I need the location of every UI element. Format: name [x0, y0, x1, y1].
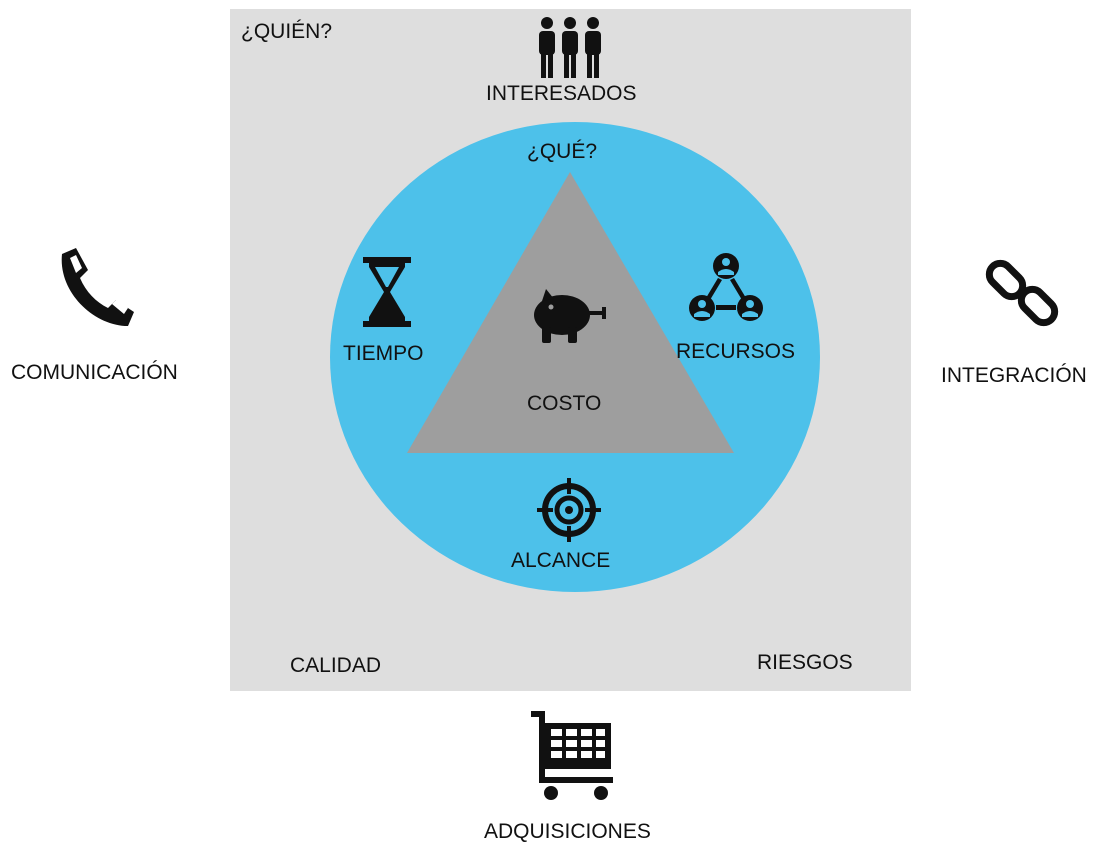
- cart-icon: [531, 711, 613, 800]
- risks-label: RIESGOS: [757, 651, 853, 674]
- target-icon: [537, 478, 601, 542]
- network-icon: [689, 253, 763, 321]
- hourglass-icon: [363, 257, 411, 327]
- cost-label: COSTO: [527, 392, 602, 415]
- piggy-bank-icon: [534, 289, 606, 343]
- procurement-label: ADQUISICIONES: [484, 820, 651, 843]
- who-label: ¿QUIÉN?: [241, 20, 333, 43]
- stakeholders-label: INTERESADOS: [486, 82, 637, 105]
- scope-label: ALCANCE: [511, 549, 611, 572]
- link-icon: [985, 259, 1059, 327]
- communication-label: COMUNICACIÓN: [11, 361, 178, 384]
- integration-label: INTEGRACIÓN: [941, 364, 1087, 387]
- people-icon: [539, 17, 601, 78]
- resources-label: RECURSOS: [676, 340, 796, 363]
- quality-label: CALIDAD: [290, 654, 382, 677]
- what-label: ¿QUÉ?: [527, 140, 598, 163]
- phone-icon: [61, 248, 134, 326]
- time-label: TIEMPO: [343, 342, 424, 365]
